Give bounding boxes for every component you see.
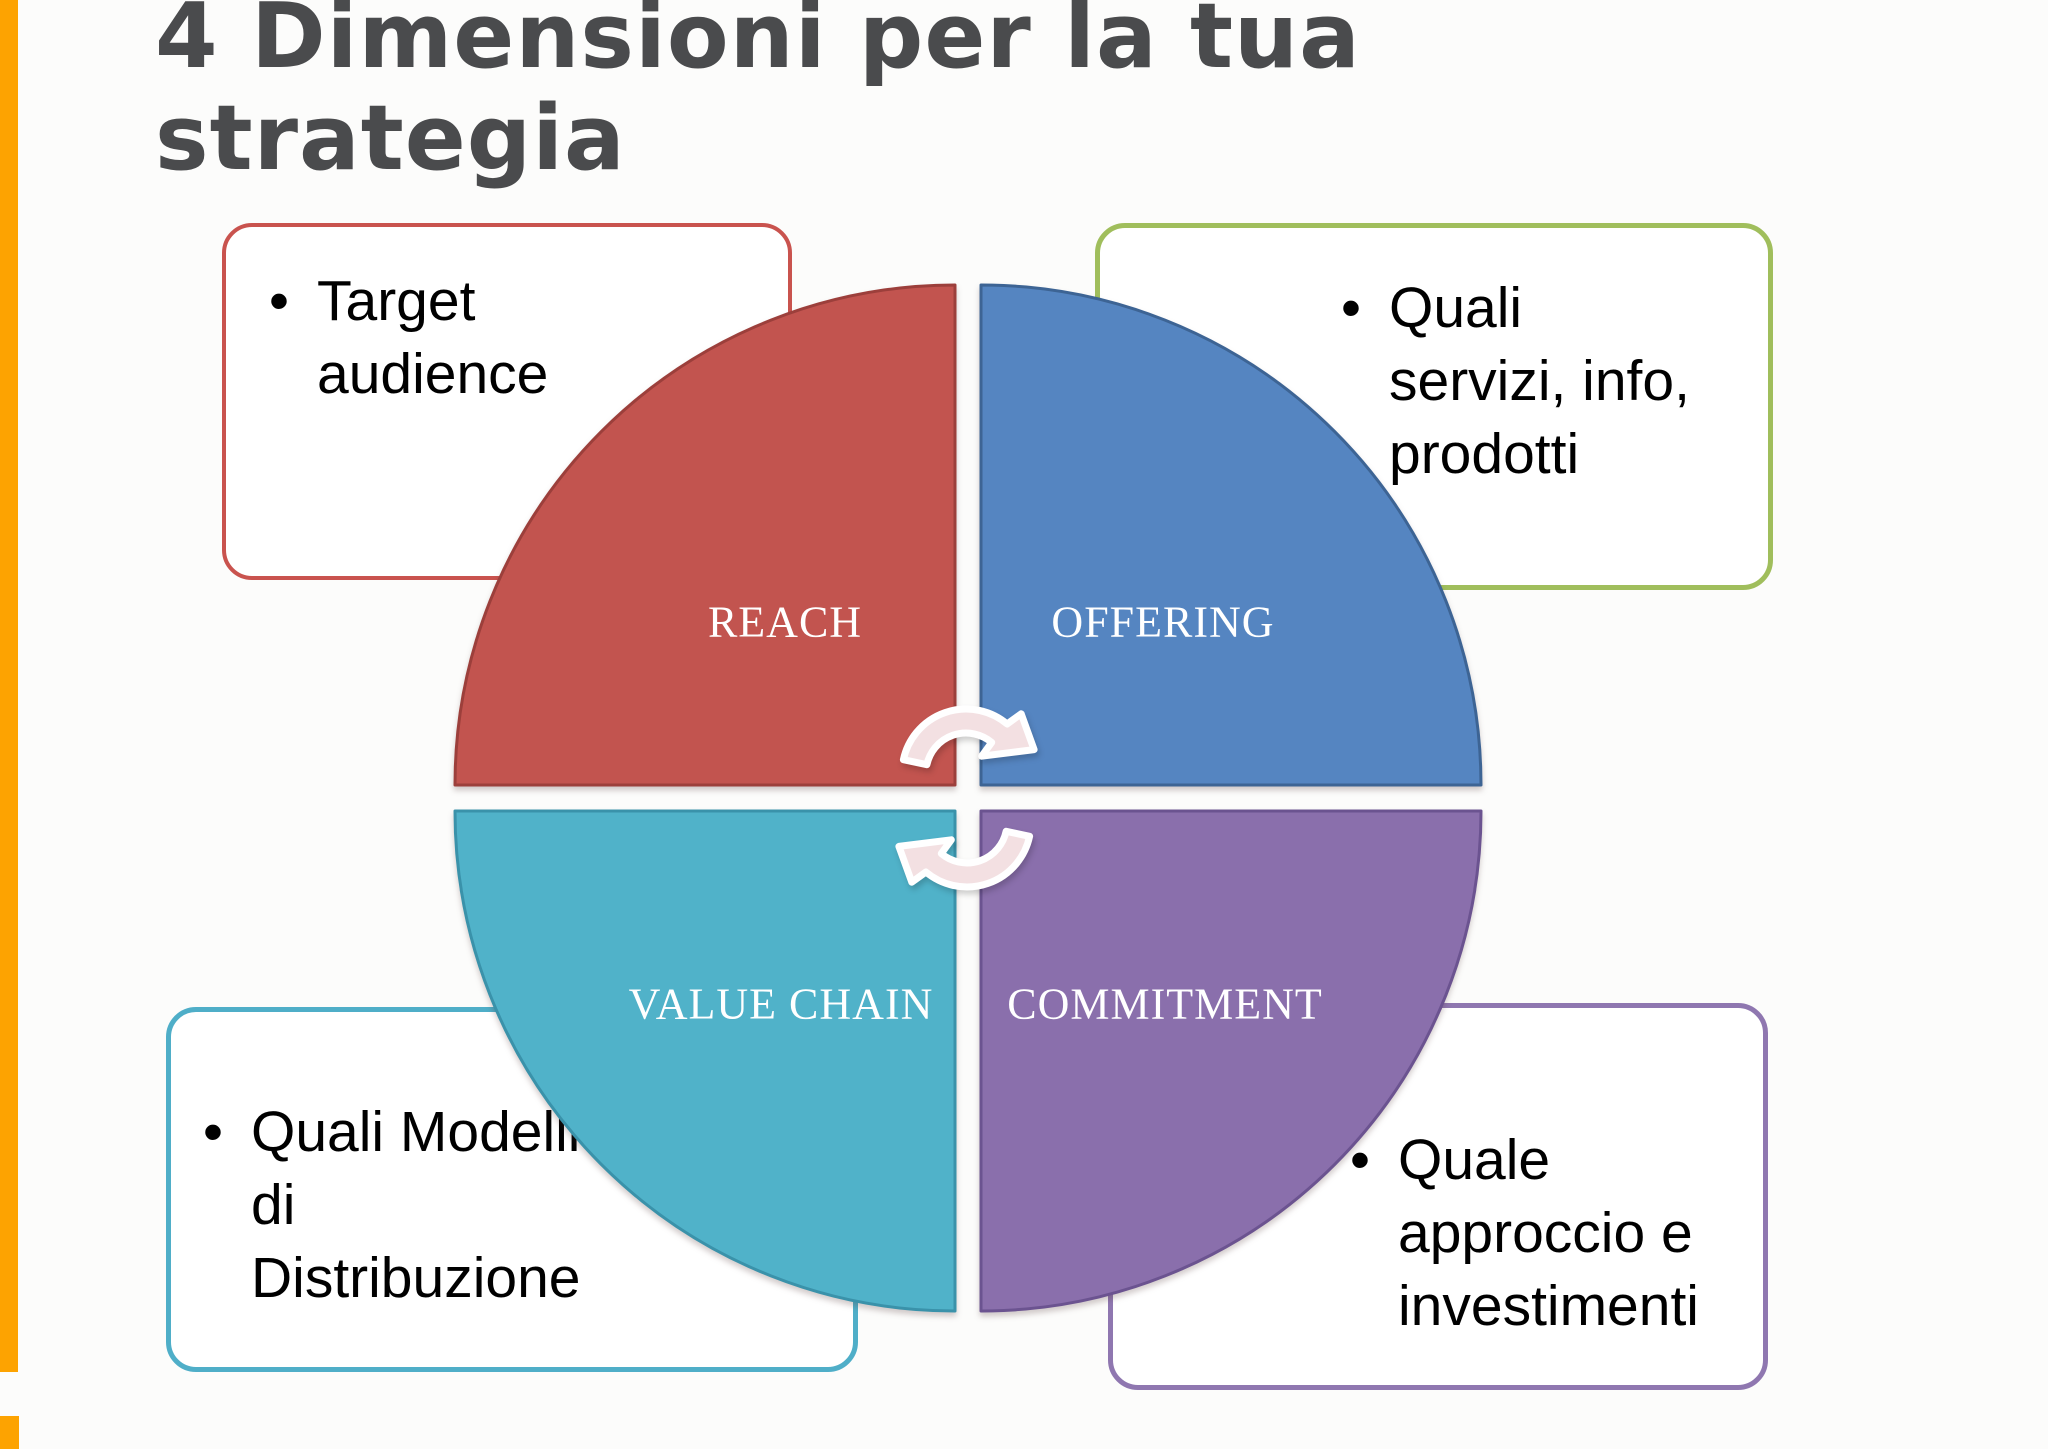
callout-text-valuechain: Quali Modelli di Distribuzione (251, 1100, 581, 1310)
cycle-arrows (895, 705, 1038, 891)
quadrant-label-reach: REACH (707, 597, 863, 647)
quadrant-label-commitment: COMMITMENT (1007, 979, 1323, 1029)
callout-content: • Quali Modelli di Distribuzione (171, 1012, 853, 1315)
callout-content: • Target audience (226, 227, 788, 411)
bullet-marker: • (1341, 276, 1361, 340)
quadrant-label-value-chain: VALUE CHAIN (628, 979, 934, 1029)
callout-text-offering: Quali servizi, info, prodotti (1389, 276, 1690, 486)
quadrant-label-offering: OFFERING (1051, 597, 1275, 647)
callout-content: • Quali servizi, info, prodotti (1100, 228, 1768, 491)
callout-target-audience: • Target audience (222, 223, 792, 580)
callout-approccio-investimenti: • Quale approccio e investimenti (1108, 1003, 1768, 1390)
slide-title: 4 Dimensioni per la tua strategia (155, 0, 1361, 191)
callout-text-reach: Target audience (317, 269, 549, 406)
bullet-marker: • (1350, 1128, 1370, 1192)
cycle-arrow-bottom-icon (895, 827, 1034, 891)
callout-text-commitment: Quale approccio e investimenti (1398, 1128, 1699, 1338)
callout-content: • Quale approccio e investimenti (1113, 1008, 1763, 1343)
callout-servizi-info-prodotti: • Quali servizi, info, prodotti (1095, 223, 1773, 590)
bullet-marker: • (269, 269, 289, 333)
cycle-arrow-top-icon (899, 705, 1038, 769)
accent-bar-left (0, 0, 18, 1372)
bullet-marker: • (203, 1100, 223, 1164)
callout-modelli-distribuzione: • Quali Modelli di Distribuzione (166, 1007, 858, 1372)
accent-bar-bottom (0, 1416, 19, 1449)
